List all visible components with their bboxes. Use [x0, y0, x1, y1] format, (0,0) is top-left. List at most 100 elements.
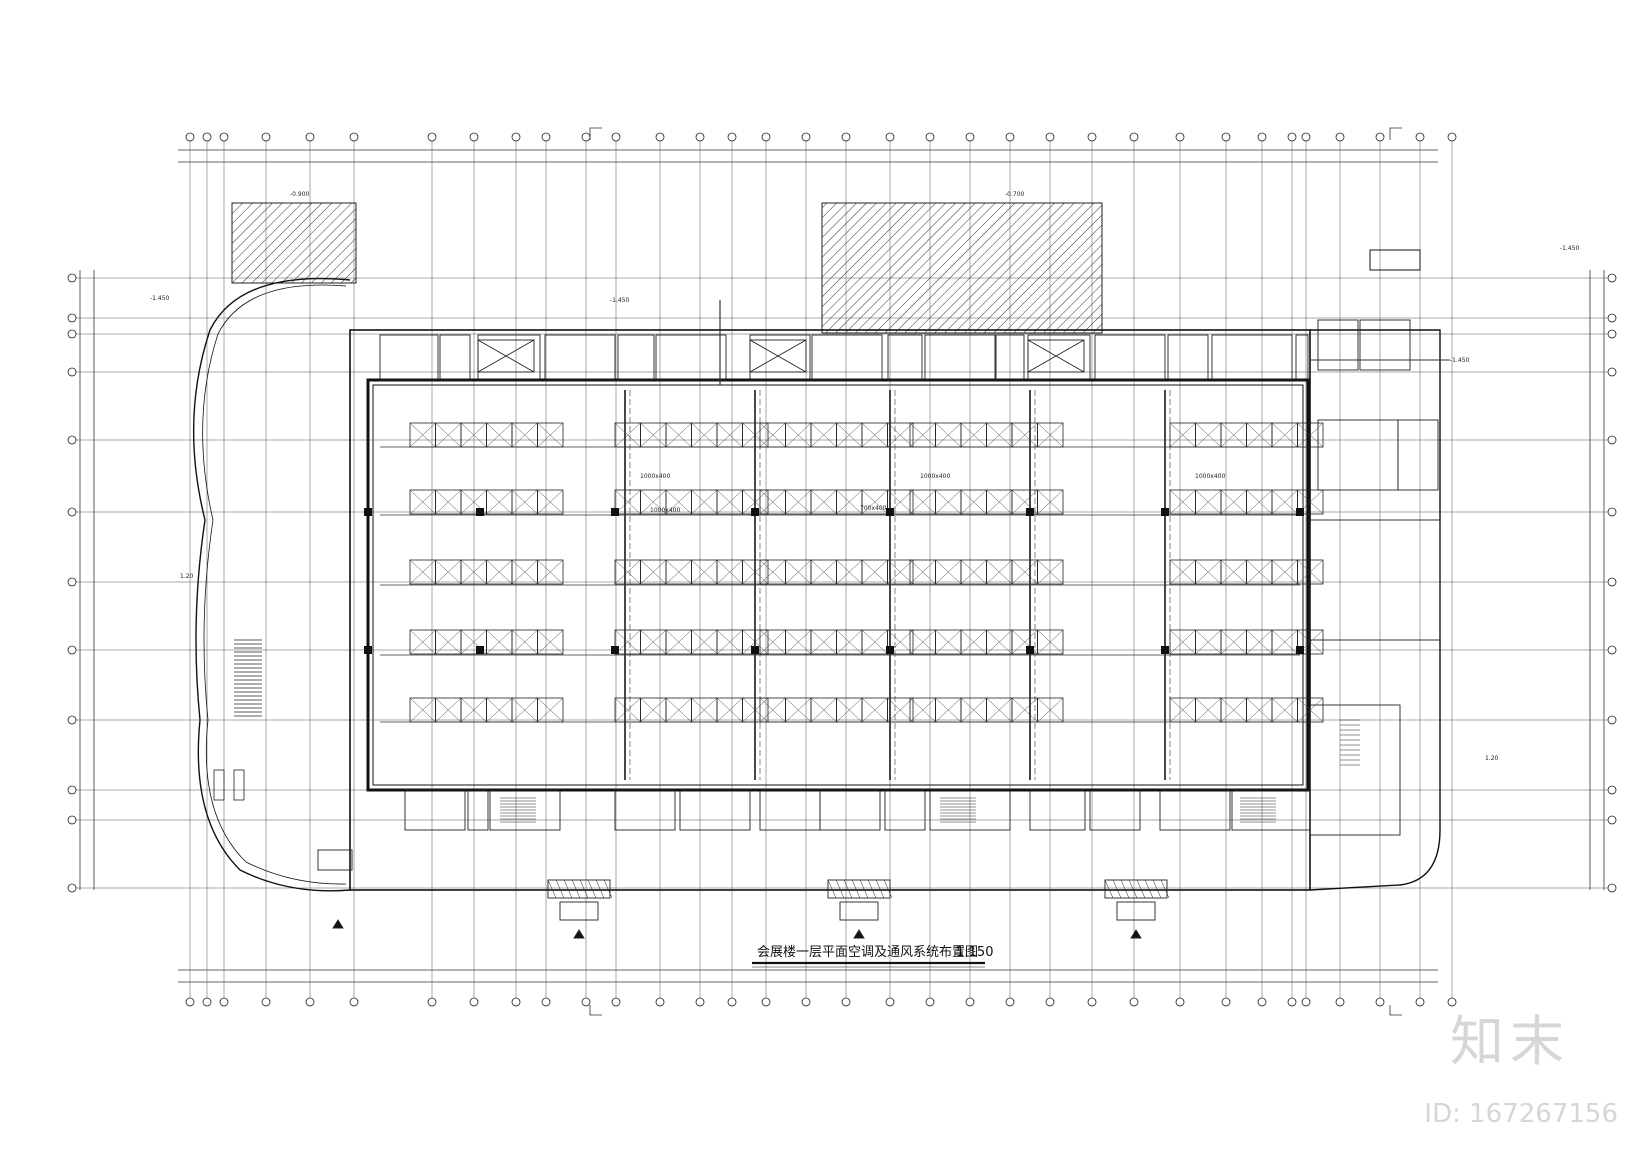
ac-unit-cross	[1195, 489, 1222, 515]
ac-unit-cross	[1220, 489, 1247, 515]
column	[611, 508, 619, 516]
ac-unit-cross	[935, 489, 962, 515]
exhibition-hall-hvac-units	[409, 422, 1324, 723]
ac-unit-cross	[1246, 489, 1273, 515]
room-bottom	[759, 789, 821, 831]
grid-bubble-right	[1607, 883, 1617, 893]
ac-unit-cross	[486, 422, 513, 448]
grid-bubble-bottom	[469, 997, 479, 1007]
grid-bubble-bottom	[1447, 997, 1457, 1007]
ac-unit-cross	[1169, 559, 1196, 585]
grid-bubble-top	[511, 132, 521, 142]
canopy-hatch	[1136, 879, 1146, 899]
ac-unit-cross	[960, 422, 987, 448]
column	[1026, 508, 1034, 516]
column	[476, 508, 484, 516]
ac-unit-cross	[1195, 559, 1222, 585]
grid-bubble-bottom	[695, 997, 705, 1007]
ac-unit-cross	[1037, 697, 1064, 723]
ac-unit-cross	[887, 559, 914, 585]
grid-bubble-top	[727, 132, 737, 142]
ac-unit-cross	[409, 559, 436, 585]
ac-unit-cross	[511, 422, 538, 448]
ac-unit-cross	[1169, 697, 1196, 723]
grid-bubble-left	[67, 435, 77, 445]
ac-unit-cross	[486, 629, 513, 655]
room-top	[811, 334, 883, 381]
ac-unit-cross	[836, 559, 863, 585]
ac-unit-cross	[537, 629, 564, 655]
ac-unit-cross	[1037, 559, 1064, 585]
grid-bubble-top	[841, 132, 851, 142]
room-right	[1359, 319, 1411, 371]
room-bottom	[884, 789, 926, 831]
room-bottom	[1029, 789, 1086, 831]
grid-bubble-top	[261, 132, 271, 142]
column	[1161, 646, 1169, 654]
ac-unit-cross	[1246, 697, 1273, 723]
grid-bubble-left	[67, 645, 77, 655]
ac-unit-cross	[537, 697, 564, 723]
stair-post	[233, 769, 245, 801]
ac-unit-cross	[810, 697, 837, 723]
dimension-frame	[79, 127, 1605, 1016]
ac-unit-cross	[511, 489, 538, 515]
elevation-label-4: -1.450	[1560, 245, 1580, 252]
ac-unit-cross	[836, 489, 863, 515]
structural-columns	[364, 508, 1304, 654]
ac-unit-cross	[691, 489, 718, 515]
grid-bubble-top	[219, 132, 229, 142]
grid-bubble-top	[1447, 132, 1457, 142]
grid-bubble-bottom	[581, 997, 591, 1007]
ac-unit-cross	[935, 697, 962, 723]
ac-unit-cross	[1271, 629, 1298, 655]
grid-bubble-top	[427, 132, 437, 142]
ac-unit	[537, 559, 564, 585]
grid-bubble-bottom	[1175, 997, 1185, 1007]
ac-unit-cross	[691, 559, 718, 585]
entrance-canopy	[827, 879, 891, 899]
ac-unit-cross	[409, 489, 436, 515]
grid-bubble-bottom	[841, 997, 851, 1007]
ac-unit-cross	[1037, 629, 1064, 655]
ac-unit-cross	[486, 489, 513, 515]
ac-unit-cross	[691, 629, 718, 655]
grid-bubble-right	[1607, 273, 1617, 283]
grid-bubble-top	[801, 132, 811, 142]
stair-post	[213, 769, 225, 801]
room-bottom	[467, 789, 489, 831]
grid-bubble-top	[1005, 132, 1015, 142]
slope-label-right: 1.20	[1485, 755, 1499, 762]
grid-bubble-bottom	[761, 997, 771, 1007]
room-bottom	[679, 789, 751, 831]
rooms-bottom-strip	[404, 789, 1311, 831]
canopy-hatch	[835, 879, 845, 899]
grid-bubble-top	[965, 132, 975, 142]
duct-label-4: 700x400	[860, 505, 887, 512]
canopy-hatch	[1128, 879, 1138, 899]
room-top	[655, 334, 727, 381]
grid-bubble-bottom	[1257, 997, 1267, 1007]
watermark-logo: 知末	[1450, 1010, 1570, 1073]
hatched-equipment-zones	[231, 202, 1103, 334]
duct-label-5: 1000x400	[650, 507, 680, 514]
grid-bubble-bottom	[349, 997, 359, 1007]
ac-unit-cross	[1011, 489, 1038, 515]
column	[476, 646, 484, 654]
room-right	[1309, 519, 1441, 641]
grid-bubble-bottom	[202, 997, 212, 1007]
ac-unit-cross	[759, 697, 786, 723]
grid-bubble-right	[1607, 507, 1617, 517]
ac-unit-cross	[759, 422, 786, 448]
elevator-shaft	[1027, 339, 1085, 373]
room-top	[924, 334, 996, 381]
canopy-hatch	[1144, 879, 1154, 899]
grid-bubble-top	[541, 132, 551, 142]
ac-unit-cross	[435, 559, 462, 585]
ac-unit-cross	[935, 422, 962, 448]
ac-unit	[537, 489, 564, 515]
column	[1296, 508, 1304, 516]
ac-unit-cross	[810, 559, 837, 585]
ac-unit-cross	[435, 422, 462, 448]
